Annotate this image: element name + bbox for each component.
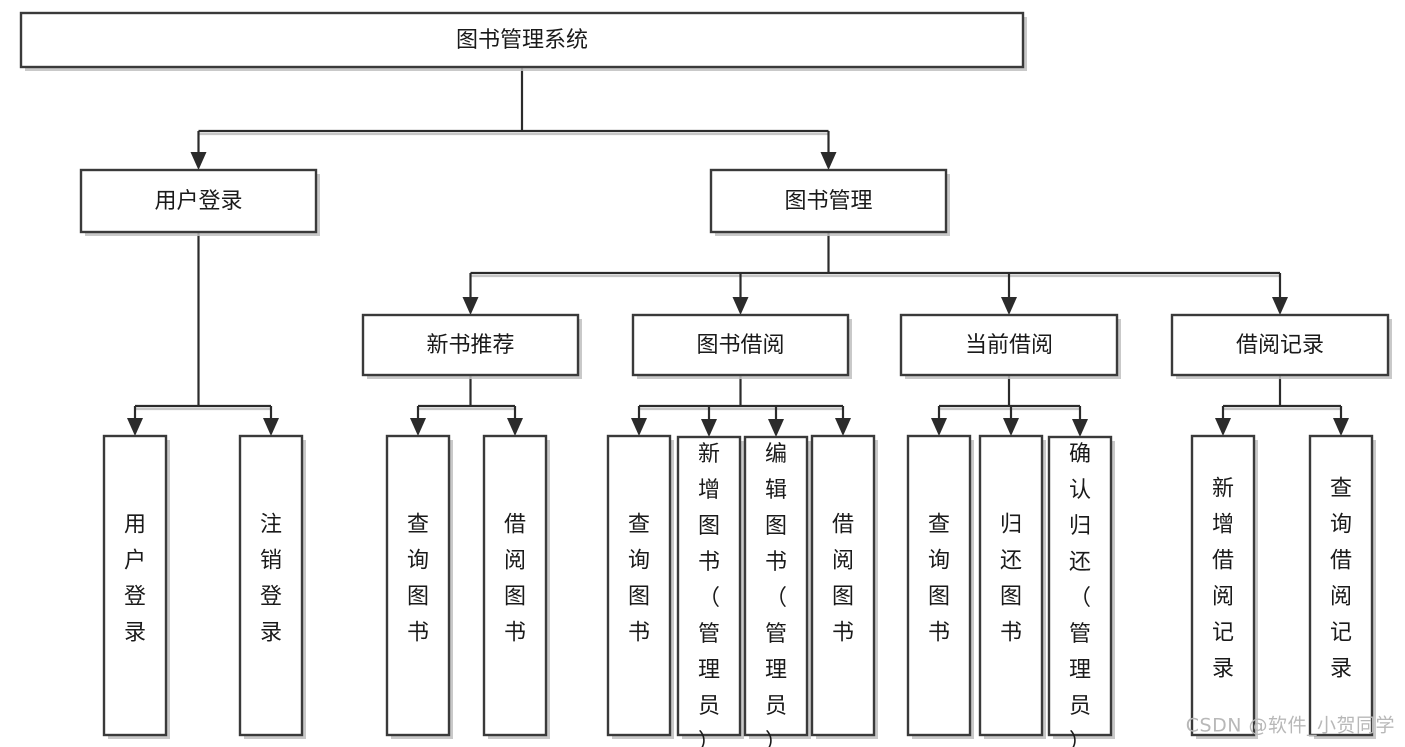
arrow-head-icon	[1272, 297, 1288, 315]
node-label: 新增借阅记录	[1212, 477, 1234, 682]
node-book-borrow[interactable]: 图书借阅	[631, 313, 852, 379]
arrow-head-icon	[190, 152, 207, 170]
node-leaf-query-borrow-record[interactable]: 查询借阅记录	[1308, 434, 1376, 739]
node-label: 归还图书	[1000, 513, 1022, 646]
node-box	[102, 434, 168, 737]
node-label: 图书借阅	[696, 333, 784, 358]
node-label: 注销登录	[260, 513, 282, 646]
node-box	[238, 434, 304, 737]
arrow-head-icon	[1003, 418, 1019, 436]
node-label: 新书推荐	[426, 333, 514, 358]
node-borrow-record[interactable]: 借阅记录	[1170, 313, 1392, 379]
node-label: 查询借阅记录	[1330, 477, 1352, 682]
node-label: 用户登录	[124, 513, 146, 646]
node-box	[482, 434, 548, 737]
arrow-head-icon	[768, 419, 784, 437]
node-box	[631, 313, 850, 377]
node-leaf-user-login[interactable]: 用户登录	[102, 434, 170, 739]
arrow-head-icon	[732, 297, 749, 315]
node-box	[19, 11, 1025, 69]
arrow-head-icon	[820, 152, 837, 170]
csdn-watermark: CSDN @软件_小贺同学	[1186, 715, 1395, 737]
node-user-login[interactable]: 用户登录	[79, 168, 320, 236]
node-label: 图书管理系统	[456, 28, 588, 53]
node-leaf-borrow-book-recommend[interactable]: 借阅图书	[482, 434, 550, 739]
node-new-book-recommend[interactable]: 新书推荐	[361, 313, 582, 379]
node-box	[361, 313, 580, 377]
node-leaf-logout-login[interactable]: 注销登录	[238, 434, 306, 739]
node-leaf-query-book-recommend[interactable]: 查询图书	[385, 434, 453, 739]
arrow-head-icon	[835, 418, 851, 436]
node-book-management[interactable]: 图书管理	[709, 168, 950, 236]
node-leaf-edit-book[interactable]: 编辑图书（管理员）	[743, 435, 811, 747]
node-box	[978, 434, 1044, 737]
node-label: 用户登录	[154, 189, 242, 214]
arrow-head-icon	[507, 418, 523, 436]
node-label: 借阅图书	[504, 513, 526, 646]
node-box	[1308, 434, 1374, 737]
arrow-head-icon	[701, 419, 717, 437]
node-label: 查询图书	[928, 513, 950, 646]
node-box	[810, 434, 876, 737]
arrow-head-icon	[263, 418, 279, 436]
node-leaf-borrow-book[interactable]: 借阅图书	[810, 434, 878, 739]
node-box	[1170, 313, 1390, 377]
node-box	[899, 313, 1119, 377]
node-current-borrow[interactable]: 当前借阅	[899, 313, 1121, 379]
node-leaf-add-borrow-record[interactable]: 新增借阅记录	[1190, 434, 1258, 739]
node-root[interactable]: 图书管理系统	[19, 11, 1027, 71]
node-box	[385, 434, 451, 737]
node-leaf-confirm-return[interactable]: 确认归还（管理员）	[1047, 435, 1115, 747]
node-box	[1190, 434, 1256, 737]
node-leaf-add-book[interactable]: 新增图书（管理员）	[676, 435, 744, 747]
node-box	[743, 435, 809, 737]
node-box	[906, 434, 972, 737]
arrow-head-icon	[462, 297, 479, 315]
arrow-head-icon	[1215, 418, 1231, 436]
node-label: 借阅图书	[832, 513, 854, 646]
arrow-head-icon	[1333, 418, 1349, 436]
arrow-head-icon	[1072, 419, 1088, 437]
node-label: 确认归还（管理员）	[1069, 442, 1091, 747]
node-box	[676, 435, 742, 737]
node-leaf-query-book-borrow[interactable]: 查询图书	[606, 434, 674, 739]
arrow-head-icon	[410, 418, 426, 436]
node-label: 查询图书	[407, 513, 429, 646]
node-label: 当前借阅	[965, 333, 1053, 358]
arrow-head-icon	[127, 418, 143, 436]
node-label: 图书管理	[784, 189, 872, 214]
node-label: 查询图书	[628, 513, 650, 646]
connector-layer	[127, 67, 1349, 437]
node-label: 借阅记录	[1236, 333, 1324, 358]
node-label: 新增图书（管理员）	[698, 442, 720, 747]
node-box	[79, 168, 318, 234]
node-layer: 图书管理系统用户登录图书管理新书推荐图书借阅当前借阅借阅记录用户登录注销登录查询…	[19, 11, 1392, 747]
arrow-head-icon	[631, 418, 647, 436]
node-box	[606, 434, 672, 737]
node-leaf-return-book[interactable]: 归还图书	[978, 434, 1046, 739]
node-box	[709, 168, 948, 234]
arrow-head-icon	[931, 418, 947, 436]
node-leaf-query-book-current[interactable]: 查询图书	[906, 434, 974, 739]
node-box	[1047, 435, 1113, 737]
node-label: 编辑图书（管理员）	[765, 442, 787, 747]
arrow-head-icon	[1001, 297, 1017, 315]
